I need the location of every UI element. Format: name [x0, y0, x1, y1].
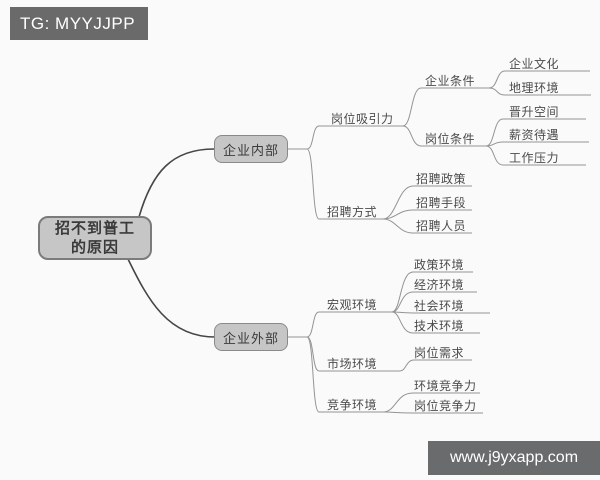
- node-salary-benefits[interactable]: 薪资待遇: [509, 128, 560, 142]
- node-technical-environment[interactable]: 技术环境: [414, 319, 465, 333]
- edge-recruitment-method-policy: [382, 185, 472, 220]
- node-competition-environment[interactable]: 竞争环境: [327, 398, 378, 412]
- node-company-culture[interactable]: 企业文化: [509, 57, 560, 71]
- node-recruitment-means[interactable]: 招聘手段: [416, 196, 467, 210]
- edge-internal-recruitment-method: [306, 148, 383, 220]
- node-job-attraction[interactable]: 岗位吸引力: [331, 112, 394, 126]
- node-market-environment[interactable]: 市场环境: [327, 357, 378, 371]
- node-work-pressure[interactable]: 工作压力: [509, 151, 560, 165]
- node-promotion-space[interactable]: 晋升空间: [509, 105, 560, 119]
- node-social-environment[interactable]: 社会环境: [414, 299, 465, 313]
- edge-recruitment-method-staff: [382, 218, 472, 234]
- edge-market-job-demand: [399, 359, 472, 372]
- edge-macro-technical-environment: [391, 311, 480, 334]
- watermark-tg-text: TG: MYYJJPP: [20, 13, 136, 33]
- edge-external-competition-environment: [306, 336, 383, 413]
- node-recruitment-staff[interactable]: 招聘人员: [416, 219, 467, 233]
- node-geographic-environment[interactable]: 地理环境: [509, 81, 560, 95]
- edge-recruitment-method-means: [382, 209, 472, 220]
- edge-macro-social-environment: [391, 311, 490, 314]
- edge-job-conditions-salary-benefits: [485, 141, 589, 147]
- root-node-label-line1: 招不到普工: [54, 220, 135, 237]
- edge-external-macro-environment: [306, 311, 392, 338]
- edge-competition-environment-competitiveness: [382, 392, 480, 413]
- watermark-tg: TG: MYYJJPP: [10, 7, 148, 40]
- node-company-conditions[interactable]: 企业条件: [425, 74, 476, 88]
- node-external[interactable]: 企业外部: [214, 323, 288, 351]
- node-macro-environment[interactable]: 宏观环境: [327, 298, 378, 312]
- watermark-site-text: www.j9yxapp.com: [449, 449, 579, 466]
- node-economic-environment[interactable]: 经济环境: [414, 278, 465, 292]
- watermark-site: www.j9yxapp.com: [428, 441, 600, 475]
- node-policy-environment[interactable]: 政策环境: [414, 258, 465, 272]
- edge-job-conditions-work-pressure: [485, 145, 586, 166]
- edge-root-external: [127, 258, 216, 338]
- edge-job-attraction-company-conditions: [402, 87, 489, 127]
- root-node[interactable]: 招不到普工 的原因: [38, 216, 152, 260]
- node-internal-label: 企业内部: [222, 142, 279, 158]
- node-environment-competitiveness[interactable]: 环境竞争力: [414, 379, 477, 393]
- node-job-conditions[interactable]: 岗位条件: [425, 132, 476, 146]
- edge-company-conditions-company-culture: [488, 70, 590, 89]
- edge-internal-job-attraction: [306, 125, 403, 150]
- node-internal[interactable]: 企业内部: [214, 135, 288, 163]
- edge-macro-policy-environment: [391, 271, 473, 313]
- root-node-label-line2: 的原因: [70, 239, 119, 256]
- node-recruitment-policy[interactable]: 招聘政策: [416, 172, 467, 186]
- edge-job-conditions-promotion-space: [485, 118, 586, 147]
- node-external-label: 企业外部: [222, 330, 279, 346]
- node-recruitment-method[interactable]: 招聘方式: [327, 205, 378, 219]
- edge-company-conditions-geographic-environment: [488, 87, 591, 96]
- edge-job-attraction-job-conditions: [402, 125, 486, 147]
- edge-competition-job-competitiveness: [382, 411, 483, 414]
- node-job-competitiveness[interactable]: 岗位竞争力: [414, 399, 477, 413]
- edge-macro-economic-environment: [391, 291, 477, 313]
- node-job-demand[interactable]: 岗位需求: [414, 346, 465, 360]
- edge-root-internal: [138, 148, 215, 218]
